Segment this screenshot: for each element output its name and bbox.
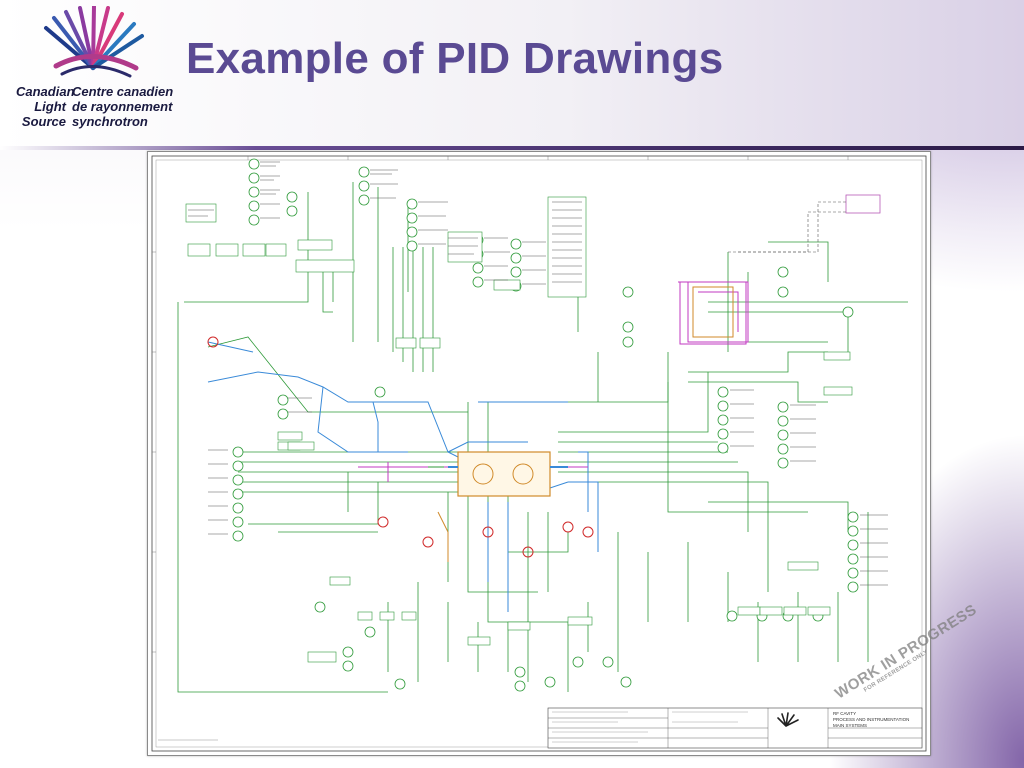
rf-cavity-assembly <box>428 451 568 497</box>
titleblock-line: PROCESS AND INSTRUMENTATION <box>833 717 909 722</box>
header-band <box>0 0 1024 146</box>
waveguide-lines <box>437 286 734 562</box>
instrument-bubbles <box>232 158 859 692</box>
external-device-box <box>845 194 881 214</box>
pid-schematic: RF CAVITY PROCESS AND INSTRUMENTATION MA… <box>151 155 927 752</box>
grid-ticks <box>152 156 849 653</box>
dashed-link <box>738 201 846 253</box>
logo-english-line: Light <box>34 99 66 114</box>
logo-english-line: Canadian <box>16 84 75 99</box>
titleblock-line: RF CAVITY <box>833 711 856 716</box>
cls-titleblock-logo-icon <box>777 712 799 727</box>
logo-english-line: Source <box>21 114 66 129</box>
titleblock-line: MAIN SYSTEMS <box>833 723 867 728</box>
drawing-border <box>151 155 927 752</box>
cls-logo-burst-icon <box>44 6 144 78</box>
drawing-inner-border <box>155 159 923 748</box>
title-block: RF CAVITY PROCESS AND INSTRUMENTATION MA… <box>547 707 923 749</box>
logo-french-line: synchrotron <box>72 114 148 129</box>
header-divider <box>0 146 1024 150</box>
logo-french-line: Centre canadien <box>72 84 174 99</box>
logo-french-line: de rayonnement <box>72 99 173 114</box>
alarm-symbols <box>207 336 594 558</box>
pid-drawing: RF CAVITY PROCESS AND INSTRUMENTATION MA… <box>147 151 931 756</box>
label-text-marks <box>188 161 888 586</box>
slide-title: Example of PID Drawings <box>186 34 724 83</box>
label-boxes <box>185 196 853 663</box>
rf-controller-enclosure <box>679 281 747 345</box>
cls-logo: Canadian Light Source Centre canadien de… <box>14 6 174 132</box>
